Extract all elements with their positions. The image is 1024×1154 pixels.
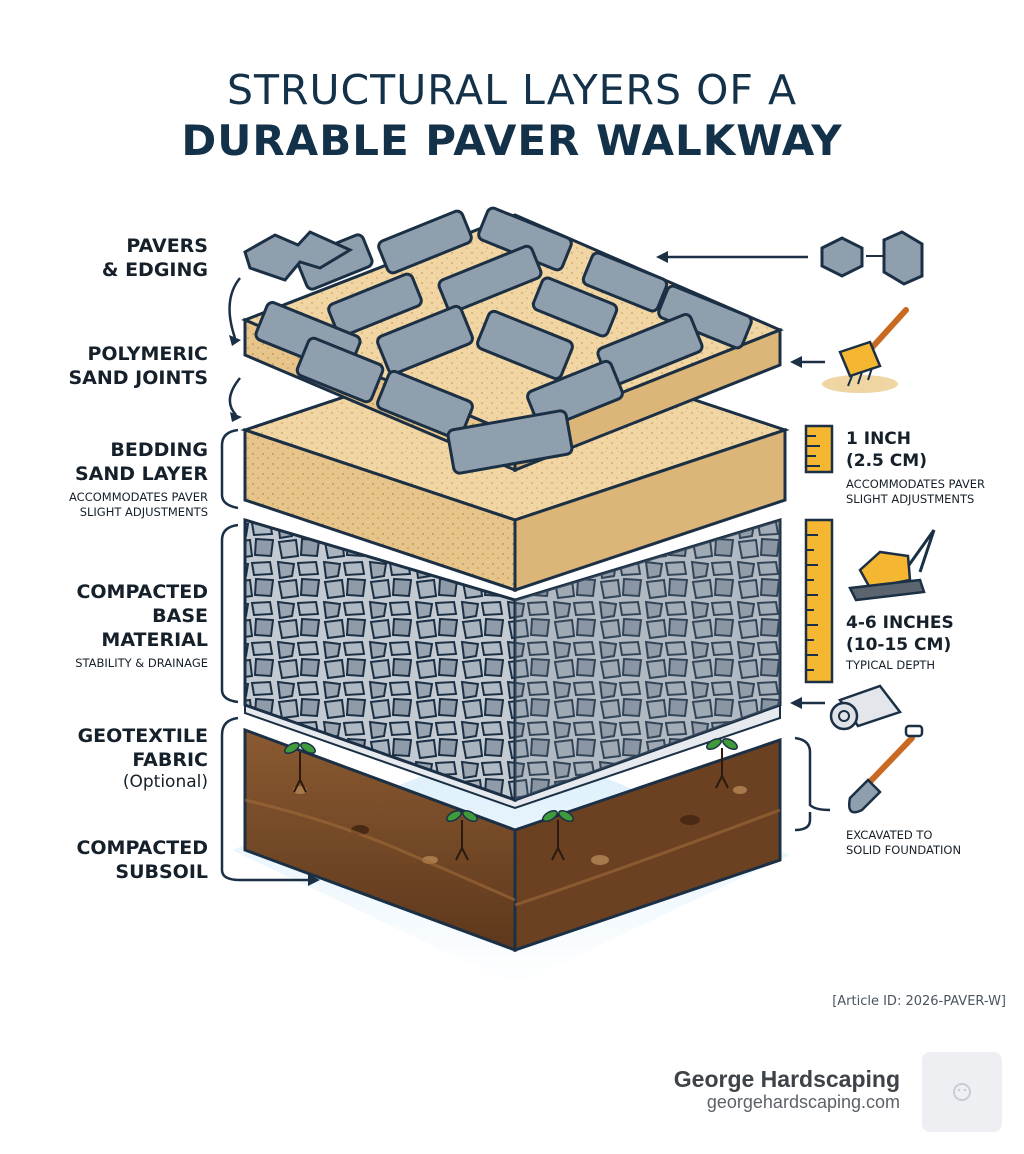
note-subsoil-line2: SOLID FOUNDATION: [846, 843, 962, 857]
label-bedding-line1: BEDDING: [110, 439, 208, 461]
label-subsoil-line2: SUBSOIL: [115, 861, 208, 883]
brand-logo: [922, 1052, 1002, 1132]
title-line-2: DURABLE PAVER WALKWAY: [181, 116, 843, 165]
note-bedding-line2: SLIGHT ADJUSTMENTS: [79, 505, 208, 519]
edging-blocks-icon: [820, 230, 924, 286]
note-base: STABILITY & DRAINAGE: [75, 656, 208, 670]
title-line-1: STRUCTURAL LAYERS OF A: [226, 66, 798, 114]
label-base: COMPACTED BASE MATERIAL: [76, 580, 208, 652]
brand-url[interactable]: georgehardscaping.com: [706, 1092, 900, 1112]
depth-base-line1: 4-6 INCHES: [846, 613, 954, 633]
ruler-icon-large: [804, 518, 834, 684]
label-base-line1: COMPACTED: [76, 581, 208, 603]
note-geotextile-optional: (Optional): [122, 772, 208, 792]
label-base-line3: MATERIAL: [101, 629, 208, 651]
paver-layer: [241, 206, 784, 475]
label-pavers-line1: PAVERS: [126, 235, 208, 257]
label-polymeric-line1: POLYMERIC: [87, 343, 208, 365]
note-bedding-right-line1: ACCOMMODATES PAVER: [846, 477, 985, 491]
label-geotextile-line1: GEOTEXTILE: [77, 725, 208, 747]
left-connectors: [220, 277, 315, 882]
depth-bedding-line1: 1 INCH: [846, 429, 912, 449]
ruler-icon-small: [804, 424, 834, 474]
depth-bedding-line2: (2.5 CM): [846, 451, 927, 471]
label-polymeric-line2: SAND JOINTS: [68, 367, 208, 389]
brand-name: George Hardscaping: [673, 1066, 900, 1092]
logo-icon: [953, 1083, 971, 1101]
base-layer: [243, 517, 782, 803]
broom-icon: [822, 307, 909, 393]
note-bedding-line1: ACCOMMODATES PAVER: [69, 490, 208, 504]
note-subsoil-right: EXCAVATED TO SOLID FOUNDATION: [846, 828, 961, 858]
shovel-icon: [848, 724, 924, 814]
paver-blocks: [254, 206, 753, 475]
label-base-line2: BASE: [152, 605, 208, 627]
note-bedding-right-line2: SLIGHT ADJUSTMENTS: [846, 492, 975, 506]
label-bedding: BEDDING SAND LAYER: [75, 438, 208, 486]
label-pavers: PAVERS & EDGING: [102, 234, 208, 282]
depth-base: 4-6 INCHES (10-15 CM): [846, 612, 954, 656]
label-geotextile: GEOTEXTILE FABRIC: [78, 724, 208, 772]
left-arrowheads: [229, 335, 320, 886]
plate-compactor-icon: [848, 529, 936, 602]
right-connectors: [660, 255, 831, 832]
note-bedding: ACCOMMODATES PAVER SLIGHT ADJUSTMENTS: [69, 490, 208, 520]
note-bedding-right: ACCOMMODATES PAVER SLIGHT ADJUSTMENTS: [846, 477, 985, 507]
interlocking-paver-icon: [243, 230, 354, 282]
fabric-roll-icon: [829, 684, 903, 731]
label-subsoil-line1: COMPACTED: [76, 837, 208, 859]
seedling-icon: [284, 737, 738, 861]
article-id: [Article ID: 2026-PAVER-W]: [832, 994, 1006, 1009]
label-subsoil: COMPACTED SUBSOIL: [76, 836, 208, 884]
note-subsoil-line1: EXCAVATED TO: [846, 828, 933, 842]
depth-bedding: 1 INCH (2.5 CM): [846, 428, 927, 472]
depth-base-line2: (10-15 CM): [846, 635, 952, 655]
label-pavers-line2: & EDGING: [101, 259, 208, 281]
label-bedding-line2: SAND LAYER: [74, 463, 208, 485]
right-arrowheads: [656, 251, 802, 709]
label-geotextile-line2: FABRIC: [132, 749, 208, 771]
note-base-right: TYPICAL DEPTH: [846, 658, 936, 672]
label-polymeric: POLYMERIC SAND JOINTS: [68, 342, 208, 390]
subsoil-layer: [243, 727, 782, 953]
